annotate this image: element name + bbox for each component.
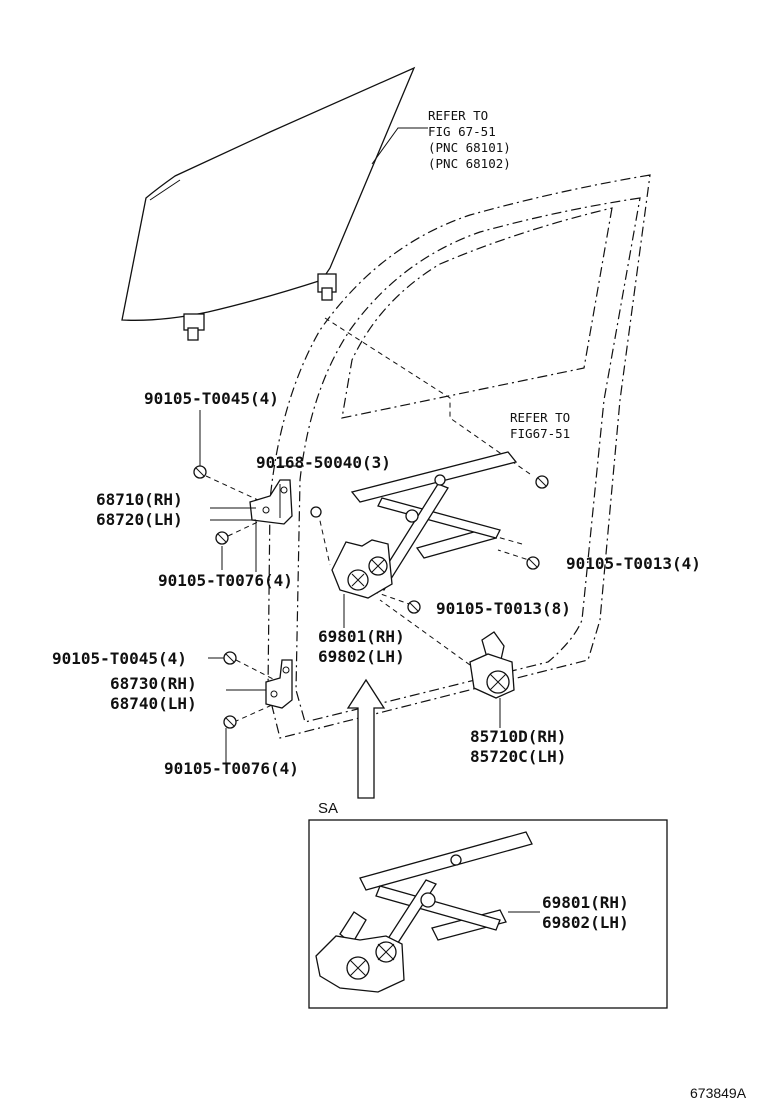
- screw-upper: [310, 506, 322, 518]
- regulator-reference-line1: REFER TO: [510, 410, 570, 425]
- bolt-lower-hinge-bottom: [223, 715, 237, 729]
- bolt-regulator-center: [407, 600, 421, 614]
- bolt-regulator-right: [526, 556, 540, 570]
- sa-label-regulator-lh: 69802(LH): [542, 913, 629, 932]
- label-bolt-upper-hinge-bottom: 90105-T0076(4): [158, 571, 293, 590]
- label-motor-rh: 85710D(RH): [470, 727, 566, 746]
- label-bolt-lower-hinge-top: 90105-T0045(4): [52, 649, 187, 668]
- bolt-upper-hinge-top: [193, 465, 207, 479]
- door-glass: [121, 66, 416, 341]
- bolt-regulator-top: [535, 475, 549, 489]
- bolts: [193, 465, 549, 729]
- view-arrow: [346, 678, 386, 799]
- label-bolt-lower-hinge-bottom: 90105-T0076(4): [164, 759, 299, 778]
- sa-label-regulator-rh: 69801(RH): [542, 893, 629, 912]
- glass-reference-line3: (PNC 68101): [428, 140, 511, 155]
- window-regulator: [331, 451, 518, 599]
- label-bolt-upper-hinge-top: 90105-T0045(4): [144, 389, 279, 408]
- label-hinge-lower-rh: 68730(RH): [110, 674, 197, 693]
- solid-leaders: [199, 127, 428, 764]
- glass-reference-line1: REFER TO: [428, 108, 488, 123]
- regulator-reference-line2: FIG67-51: [510, 426, 570, 441]
- sa-box-label: SA: [318, 800, 338, 817]
- glass-reference-line4: (PNC 68102): [428, 156, 511, 171]
- label-screw-upper: 90168-50040(3): [256, 453, 391, 472]
- label-hinge-upper-rh: 68710(RH): [96, 490, 183, 509]
- label-bolt-regulator-right: 90105-T0013(4): [566, 554, 701, 573]
- lower-door-hinge: [265, 659, 293, 709]
- diagram-code: 673849A: [690, 1085, 747, 1101]
- bolt-lower-hinge-top: [223, 651, 237, 665]
- sa-detail-box: [308, 819, 668, 1009]
- callout-labels: REFER TO FIG 67-51 (PNC 68101) (PNC 6810…: [52, 108, 747, 1101]
- door-outline: [267, 174, 651, 739]
- label-regulator-rh: 69801(RH): [318, 627, 405, 646]
- label-motor-lh: 85720C(LH): [470, 747, 566, 766]
- label-bolt-regulator-center: 90105-T0013(8): [436, 599, 571, 618]
- label-regulator-lh: 69802(LH): [318, 647, 405, 666]
- bolt-upper-hinge-bottom: [215, 531, 229, 545]
- label-hinge-upper-lh: 68720(LH): [96, 510, 183, 529]
- window-motor: [469, 631, 515, 728]
- glass-reference-line2: FIG 67-51: [428, 124, 496, 139]
- label-hinge-lower-lh: 68740(LH): [110, 694, 197, 713]
- upper-door-hinge: [249, 479, 293, 525]
